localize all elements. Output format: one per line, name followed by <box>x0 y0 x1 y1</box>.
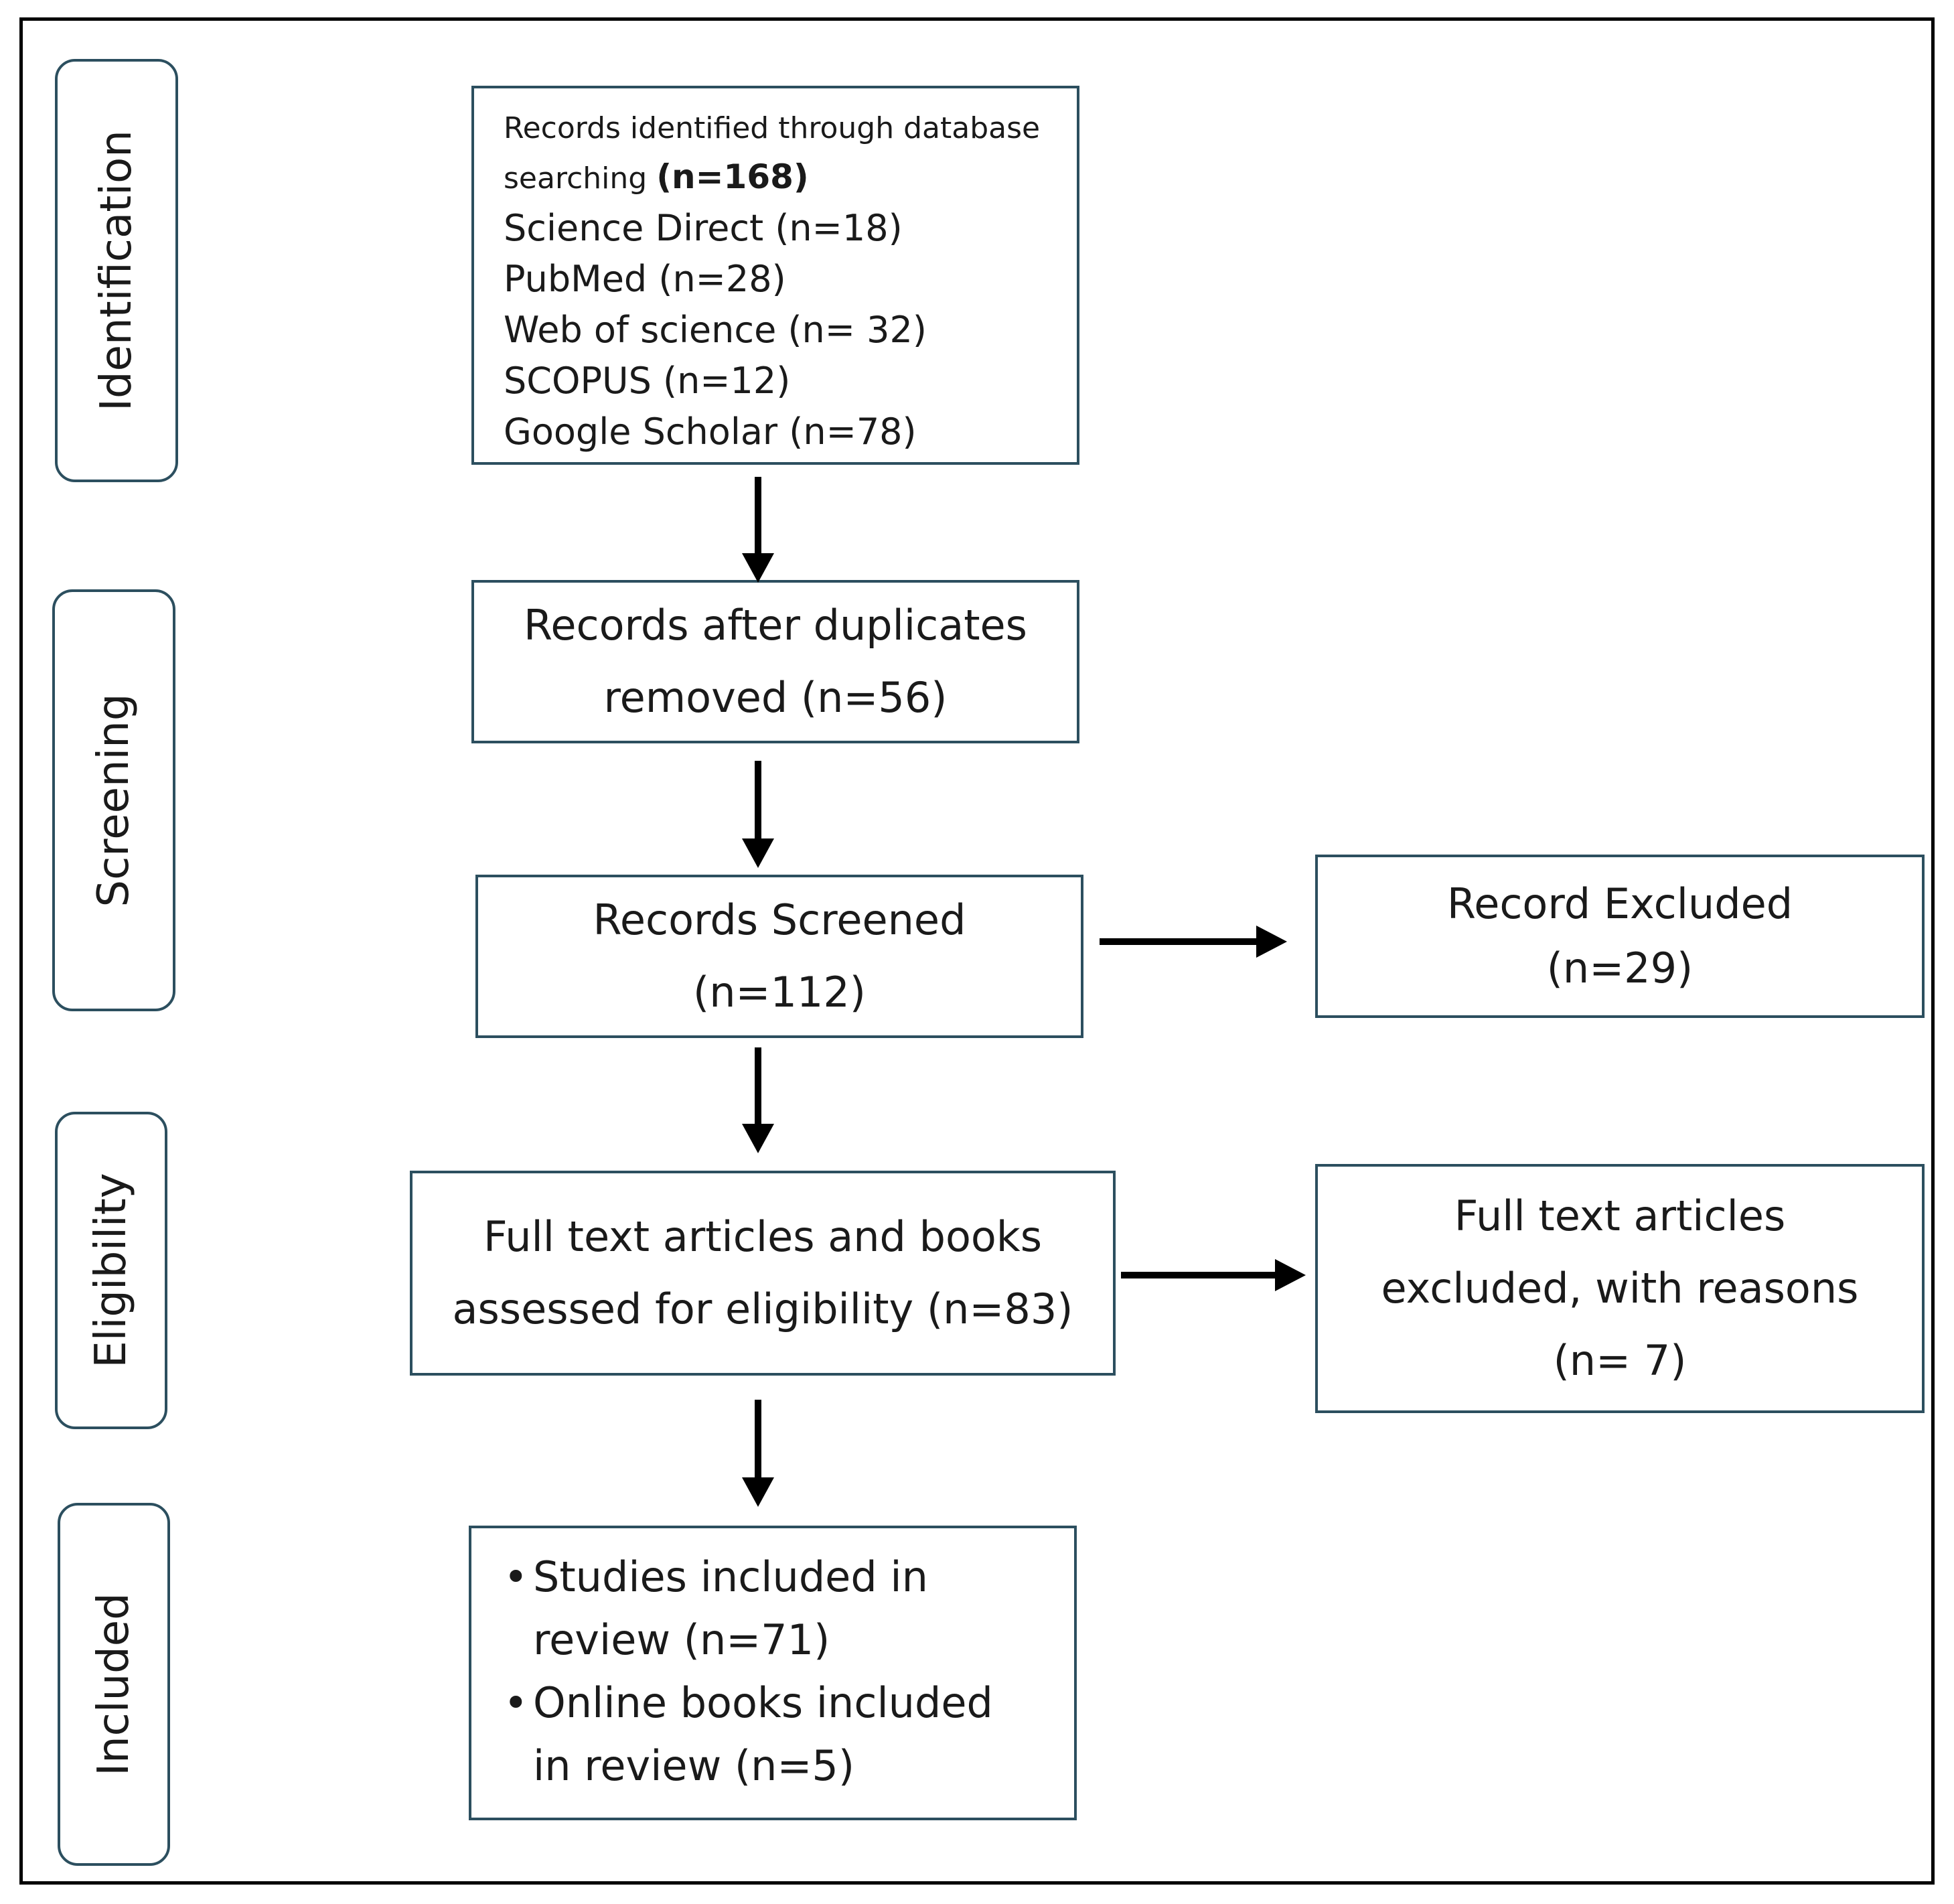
records-identified-box: Records identified through database sear… <box>471 86 1079 465</box>
arrow-eligibility-to-included <box>742 1400 774 1507</box>
stage-identification: Identification <box>55 59 178 482</box>
stage-included: Included <box>58 1503 170 1866</box>
records-identified-text: Records identified through database <box>504 111 1041 145</box>
records-screened-box: Records Screened (n=112) <box>475 875 1083 1038</box>
arrow-eligibility-to-fulltext-excluded <box>1121 1259 1306 1291</box>
fulltext-excluded-line1: Full text articles <box>1454 1191 1786 1240</box>
arrow-identification-to-duplicates <box>742 477 774 583</box>
arrow-screened-to-eligibility <box>742 1047 774 1153</box>
included-list: Studies included in review (n=71) Online… <box>504 1546 1042 1798</box>
source-web-of-science: Web of science (n= 32) <box>504 309 927 351</box>
eligibility-line1: Full text articles and books <box>483 1212 1043 1261</box>
screened-line2: (n=112) <box>693 968 866 1017</box>
fulltext-excluded-box: Full text articles excluded, with reason… <box>1315 1164 1925 1413</box>
included-box: Studies included in review (n=71) Online… <box>469 1526 1077 1820</box>
source-pubmed: PubMed (n=28) <box>504 258 786 300</box>
diagram-frame <box>19 17 1935 1885</box>
excluded-line2: (n=29) <box>1546 944 1694 993</box>
source-science-direct: Science Direct (n=18) <box>504 207 903 249</box>
record-excluded-box: Record Excluded (n=29) <box>1315 855 1925 1018</box>
stage-screening: Screening <box>52 589 175 1011</box>
fulltext-excluded-line3: (n= 7) <box>1553 1336 1687 1385</box>
source-scopus: SCOPUS (n=12) <box>504 360 791 402</box>
screened-line1: Records Screened <box>593 895 966 944</box>
stage-eligibility: Eligibility <box>55 1112 167 1429</box>
eligibility-assessed-box: Full text articles and books assessed fo… <box>410 1171 1116 1376</box>
duplicates-removed-box: Records after duplicates removed (n=56) <box>471 580 1079 743</box>
list-item: Studies included in review (n=71) <box>504 1546 1042 1672</box>
arrow-duplicates-to-screened <box>742 761 774 868</box>
list-item: Online books included in review (n=5) <box>504 1672 1042 1798</box>
source-google-scholar: Google Scholar (n=78) <box>504 411 917 453</box>
arrow-screened-to-excluded <box>1100 926 1287 958</box>
duplicates-line1: Records after duplicates <box>524 601 1027 650</box>
excluded-line1: Record Excluded <box>1446 879 1793 928</box>
eligibility-line2: assessed for eligibility (n=83) <box>452 1285 1073 1333</box>
duplicates-line2: removed (n=56) <box>603 673 948 722</box>
fulltext-excluded-line2: excluded, with reasons <box>1381 1264 1859 1313</box>
records-identified-total: searching (n=168) <box>504 157 809 196</box>
